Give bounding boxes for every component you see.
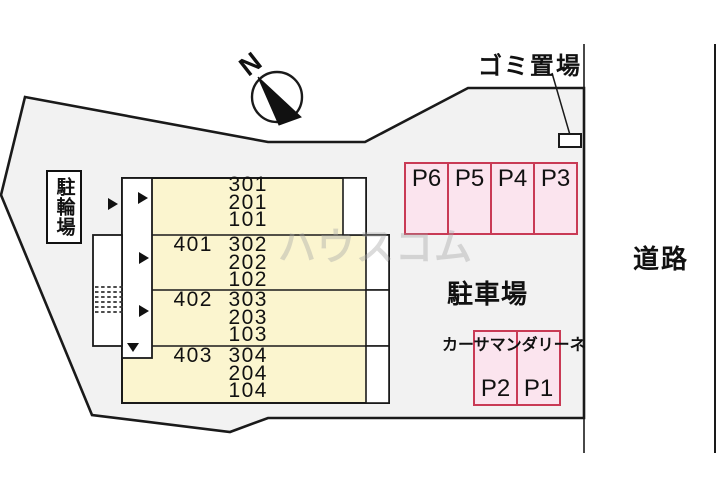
parking-space-p5: P5	[447, 162, 492, 235]
entrance-arrow-icon	[108, 198, 118, 210]
unit-402-label: 402	[173, 288, 213, 311]
road-label: 道路	[633, 244, 690, 274]
garbage-box	[558, 133, 582, 148]
garbage-pointer-line	[551, 72, 571, 136]
parking-row-upper: P6 P5 P4 P3	[404, 162, 578, 235]
balcony-cell-3	[365, 289, 390, 347]
parking-space-label: P2	[480, 375, 511, 402]
unit-stack-row4: 304 204 104	[228, 344, 268, 402]
property-name-label: カーサマンダリーネ	[442, 337, 586, 354]
parking-space-label: P1	[523, 375, 554, 402]
unit-401-label: 401	[173, 233, 213, 256]
stairs-icon	[95, 286, 123, 313]
corridor-arrow-icon-3	[139, 305, 149, 317]
unit-stack-row3: 303 203 103	[228, 288, 268, 346]
corridor-arrow-icon-2	[139, 252, 149, 264]
unit-stack-row1: 301 201 101	[228, 173, 268, 231]
parking-space-label: P5	[454, 165, 485, 192]
parking-space-p6: P6	[404, 162, 449, 235]
bicycle-parking-label: 駐輪場	[53, 177, 75, 237]
corridor	[121, 177, 153, 359]
unit-stack-row2: 302 202 102	[228, 233, 268, 291]
bicycle-parking-label-box: 駐輪場	[46, 170, 82, 244]
parking-space-label: P3	[540, 165, 571, 192]
parking-space-p2: P2	[473, 330, 518, 406]
corridor-arrow-down-icon	[127, 343, 139, 352]
parking-space-p3: P3	[533, 162, 578, 235]
parking-space-label: P6	[411, 165, 442, 192]
garbage-area-label: ゴミ置場	[478, 53, 582, 80]
parking-space-p1: P1	[516, 330, 561, 406]
parking-space-label: P4	[497, 165, 528, 192]
balcony-cell-2	[365, 234, 390, 291]
parking-space-p4: P4	[490, 162, 535, 235]
parking-lot-label: 駐車場	[447, 279, 529, 309]
corridor-arrow-icon-1	[138, 192, 148, 204]
stair-landing	[92, 234, 123, 347]
balcony-cell-1	[342, 177, 367, 236]
balcony-cell-4	[365, 345, 390, 404]
unit-403-label: 403	[173, 344, 213, 367]
compass-needle-icon	[257, 76, 302, 126]
parking-row-lower: P2 P1	[473, 330, 561, 406]
